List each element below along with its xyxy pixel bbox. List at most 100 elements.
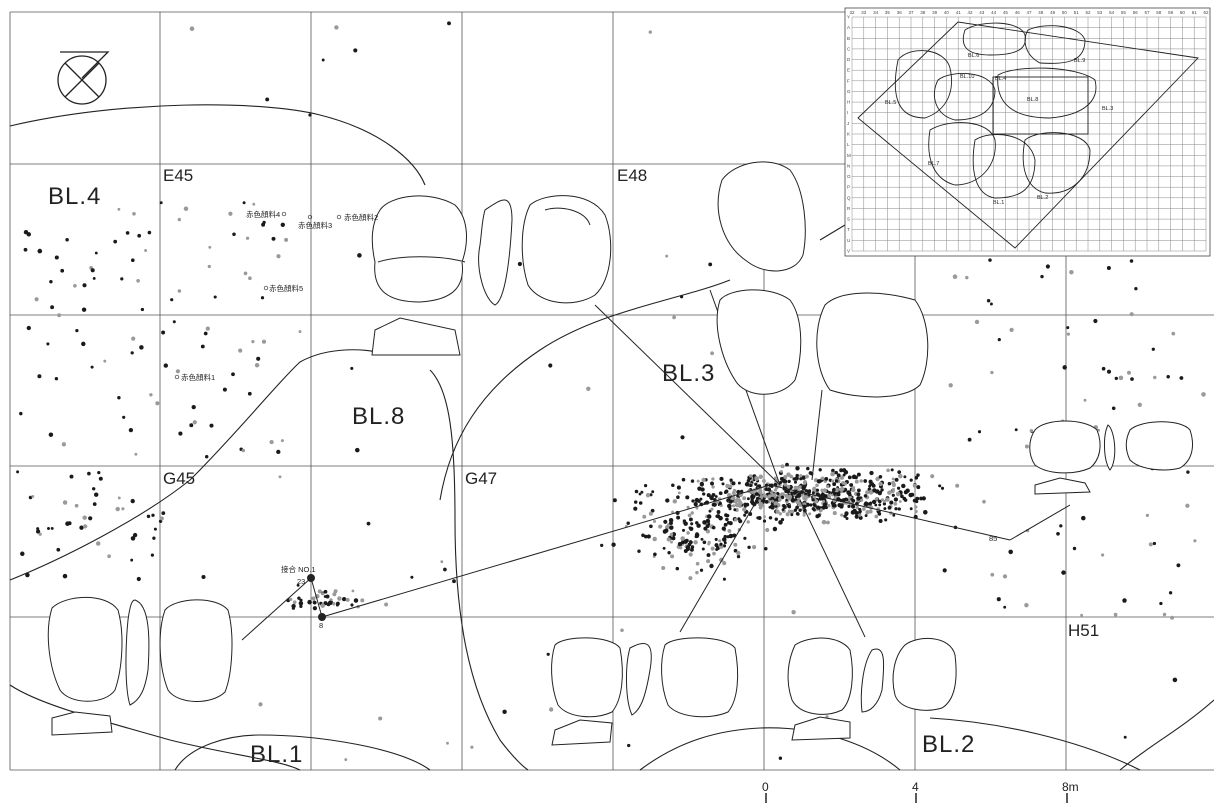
artifact-dot [699, 568, 704, 572]
artifact-dot [811, 498, 815, 502]
artifact-dot [834, 479, 839, 483]
artifact-dot [839, 475, 845, 480]
artifact-dot [334, 25, 339, 30]
artifact-dot [724, 513, 728, 517]
artifact-dot [772, 526, 778, 532]
artifact-dot [702, 492, 706, 496]
artifact-dot [98, 476, 103, 481]
artifact-dot [685, 545, 691, 550]
artifact-dot [178, 431, 183, 436]
artifact-dot [662, 546, 666, 550]
artifact-dot [795, 500, 800, 505]
artifact-dot [280, 439, 284, 443]
artifact-dot [1148, 542, 1153, 547]
inset-col-tick: 35 [885, 10, 891, 15]
artifact-dot [1179, 376, 1184, 380]
artifact-dot [709, 495, 714, 500]
artifact-dot [708, 262, 713, 267]
artifact-dot [82, 515, 87, 520]
inset-col-tick: 55 [1121, 10, 1127, 15]
artifact-dot [353, 48, 358, 53]
artifact-dot [20, 551, 25, 557]
artifact-dot [681, 477, 686, 482]
artifact-dot [1066, 326, 1070, 330]
refit-point-85: 85 [989, 534, 997, 543]
artifact-dot [151, 513, 155, 517]
artifact-dot [850, 510, 856, 515]
artifact-dot [312, 606, 318, 611]
artifact-dot [725, 517, 729, 522]
inset-col-tick: 61 [1192, 10, 1198, 15]
artifact-dot [820, 492, 826, 498]
artifact-dot [762, 519, 767, 523]
artifact-dot [887, 490, 892, 495]
artifact-dot [798, 508, 802, 512]
artifact-dot [893, 497, 899, 502]
artifact-dot [938, 484, 942, 488]
artifact-dot [128, 427, 134, 433]
artifact-dot [1129, 312, 1134, 317]
artifact-dot [867, 502, 872, 507]
artifact-dot [886, 468, 890, 473]
inset-col-tick: 45 [1003, 10, 1009, 15]
artifact-dot [819, 508, 823, 512]
artifact-dot [880, 488, 884, 492]
artifact-dot [799, 474, 803, 478]
artifact-dot [706, 559, 711, 564]
artifact-dot [337, 596, 342, 601]
artifact-dot [743, 502, 747, 507]
artifact-dot [767, 487, 772, 492]
artifact-dot [891, 490, 895, 494]
artifact-dot [851, 474, 857, 480]
artifact-dot [780, 464, 785, 469]
artifact-dot [719, 476, 724, 481]
artifact-dot [1083, 398, 1087, 402]
grid-lines [9, 11, 1214, 771]
artifact-dot [687, 513, 692, 518]
artifact-dot [323, 595, 327, 598]
artifact-dot [787, 479, 791, 484]
artifact-dot [685, 495, 690, 500]
artifact-dot [360, 598, 365, 603]
artifact-dot [865, 510, 870, 515]
artifact-dot [312, 600, 317, 605]
inset-row-tick: A [847, 25, 850, 30]
artifact-dot [680, 435, 685, 440]
artifact-dot [130, 351, 134, 355]
artifact-dot [245, 236, 250, 240]
artifact-dot [676, 515, 681, 520]
artifact-dot [728, 521, 733, 526]
inset-row-tick: F [847, 78, 850, 83]
artifact-dot [669, 521, 673, 525]
artifact-dot [967, 437, 972, 442]
artifact-dot [201, 574, 206, 580]
artifact-dot [695, 570, 699, 575]
artifact-dot [760, 501, 763, 505]
artifact-dot [57, 313, 62, 318]
inset-block-label: BL.10 [960, 74, 974, 80]
artifact-dot [688, 576, 693, 581]
inset-block-label: BL.5 [885, 100, 896, 106]
artifact-dot [317, 589, 322, 594]
artifact-dot [1040, 274, 1044, 279]
artifact-dot [689, 540, 693, 544]
artifact-dot [712, 551, 716, 556]
artifact-dot [728, 484, 733, 489]
artifact-dot [670, 540, 673, 544]
artifact-dot [787, 496, 792, 501]
artifact-dot [675, 566, 680, 571]
artifact-dot [898, 473, 903, 479]
artifact-dot [728, 533, 734, 539]
artifact-dot [773, 501, 778, 506]
scale-tick-4: 4 [912, 780, 919, 794]
artifact-dot [813, 503, 817, 508]
artifact-dot [710, 351, 715, 356]
artifact-dot [778, 497, 782, 502]
artifact-dot [883, 507, 887, 511]
artifact-dot [780, 495, 785, 500]
artifact-dot [651, 490, 655, 494]
artifact-dot [696, 523, 701, 528]
artifact-dot [711, 485, 715, 489]
artifact-dot [611, 542, 616, 547]
artifact-dot [90, 365, 94, 369]
